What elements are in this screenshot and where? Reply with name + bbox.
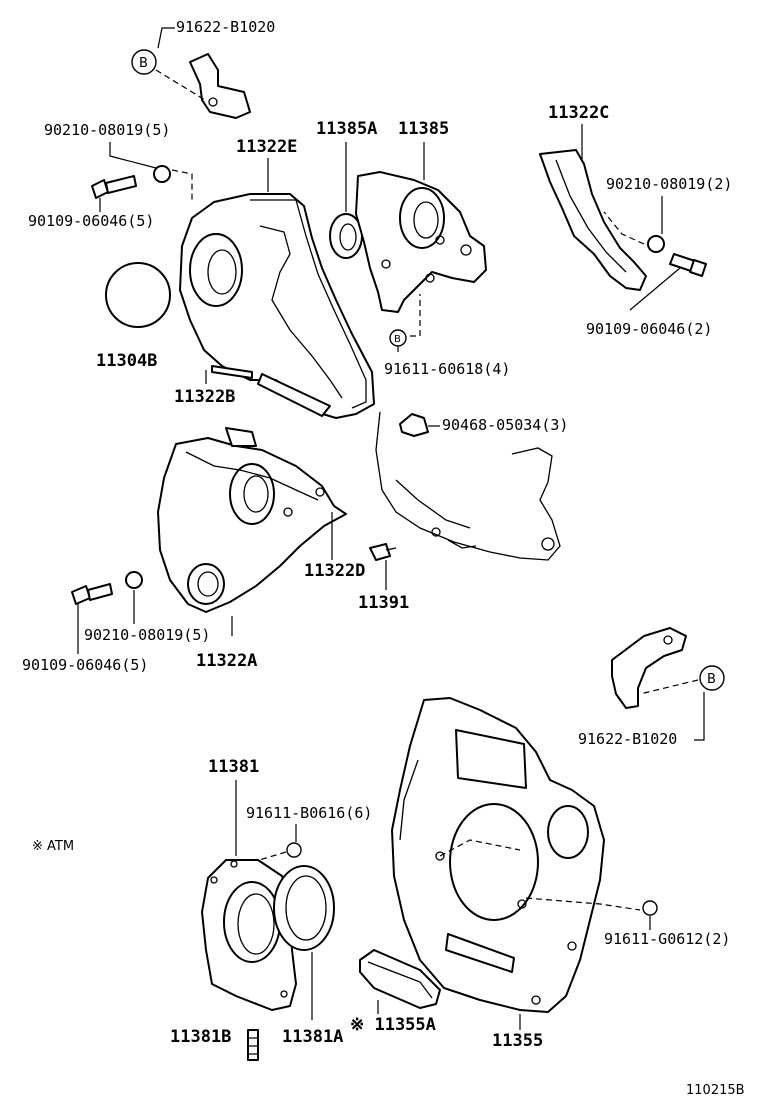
label-90109-06046-5-bot: 90109-06046(5) xyxy=(22,656,148,674)
upper-timing-cover xyxy=(179,193,375,419)
label-11322e: 11322E xyxy=(236,137,297,157)
callout-b-retainer xyxy=(286,842,302,858)
label-11355a: ※ 11355A xyxy=(350,1015,436,1035)
bolt-bottom xyxy=(71,583,113,605)
label-11391: 11391 xyxy=(358,593,409,613)
label-11322a: 11322A xyxy=(196,651,257,671)
label-11381b: 11381B xyxy=(170,1027,231,1047)
callout-b-plate-11355 xyxy=(642,900,658,916)
bracket-top xyxy=(189,53,251,119)
end-plate-11355 xyxy=(391,697,605,1013)
nut-side xyxy=(647,235,665,253)
diagram-id: 110215B xyxy=(686,1083,745,1098)
oil-seal-11385a xyxy=(329,213,363,259)
label-11304b: 11304B xyxy=(96,351,157,371)
label-11322b: 11322B xyxy=(174,387,235,407)
label-11381a: 11381A xyxy=(282,1027,343,1047)
callout-b-plate-text: B xyxy=(394,334,401,345)
label-11381: 11381 xyxy=(208,757,259,777)
label-90210-08019-5-bot: 90210-08019(5) xyxy=(84,626,210,644)
nut-top xyxy=(153,165,171,183)
callout-b-top-text: B xyxy=(139,56,148,71)
plug-11304b xyxy=(105,262,171,328)
bolt-top xyxy=(91,175,137,199)
label-90109-06046-2: 90109-06046(2) xyxy=(586,320,712,338)
retainer-11381 xyxy=(201,859,297,1011)
callout-b-top xyxy=(131,49,157,75)
label-11355: 11355 xyxy=(492,1031,543,1051)
side-cover-11322c xyxy=(539,149,647,291)
bolt-side xyxy=(669,253,707,277)
label-11385: 11385 xyxy=(398,119,449,139)
nut-bottom xyxy=(125,571,143,589)
label-91611-60618-4: 91611-60618(4) xyxy=(384,360,510,378)
oil-seal-11381a xyxy=(273,865,335,951)
pin-11381b xyxy=(247,1029,259,1061)
sensor-11391 xyxy=(369,543,397,561)
plate-11385 xyxy=(355,171,487,313)
label-90210-08019-2: 90210-08019(2) xyxy=(606,175,732,193)
label-91622-b1020-bot: 91622-B1020 xyxy=(578,730,677,748)
bracket-bottom xyxy=(611,627,687,709)
label-90210-08019-5-top: 90210-08019(5) xyxy=(44,121,170,139)
note-atm: ※ ATM xyxy=(32,839,74,854)
label-90109-06046-5-top: 90109-06046(5) xyxy=(28,212,154,230)
gasket-11322b xyxy=(211,365,253,379)
callout-b-bottom xyxy=(699,665,725,691)
label-11385a: 11385A xyxy=(316,119,377,139)
label-91611-b0616-6: 91611-B0616(6) xyxy=(246,804,372,822)
label-91611-g0612-2: 91611-G0612(2) xyxy=(604,930,730,948)
label-11322d: 11322D xyxy=(304,561,365,581)
label-91622-b1020-top: 91622-B1020 xyxy=(176,18,275,36)
clip-90468 xyxy=(399,413,429,437)
engine-block-outline xyxy=(375,411,561,561)
label-90468-05034-3: 90468-05034(3) xyxy=(442,416,568,434)
lower-timing-cover xyxy=(157,427,347,613)
cover-11355a xyxy=(359,949,441,1009)
label-11322c: 11322C xyxy=(548,103,609,123)
callout-b-bottom-text: B xyxy=(707,672,716,687)
